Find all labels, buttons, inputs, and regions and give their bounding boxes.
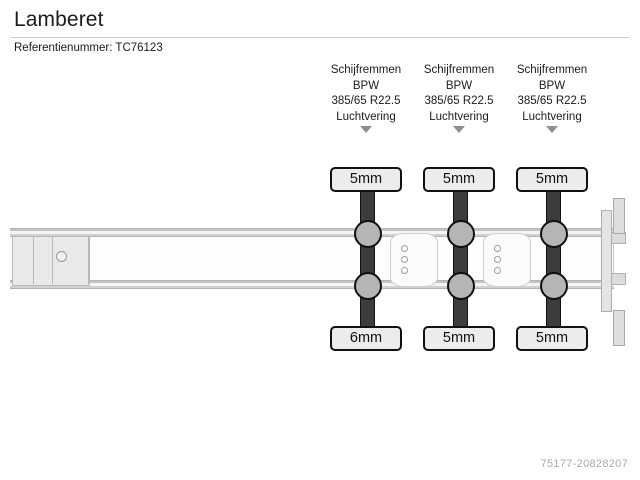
axle-1-spec: Schijfremmen BPW 385/65 R22.5 Luchtverin… bbox=[318, 63, 414, 133]
suspension-bracket-2-plate bbox=[483, 233, 531, 287]
suspension-bracket-1-hole-3 bbox=[401, 267, 408, 274]
chassis-rail-right bbox=[10, 280, 614, 289]
axle-2-brake-type: Schijfremmen bbox=[423, 64, 495, 76]
kingpin-circle-icon bbox=[56, 251, 67, 262]
axle-3-brand: BPW bbox=[538, 79, 566, 92]
axle-3-left-hub bbox=[540, 220, 568, 248]
axle-3-tyre-size: 385/65 R22.5 bbox=[517, 95, 587, 107]
axle-3-right-hub bbox=[540, 272, 568, 300]
axle-1-left-tread-depth: 5mm bbox=[330, 167, 402, 192]
axle-2-spec: Schijfremmen BPW 385/65 R22.5 Luchtverin… bbox=[411, 63, 507, 133]
suspension-bracket-1-hole-2 bbox=[401, 256, 408, 263]
axle-3-left-tread-depth: 5mm bbox=[516, 167, 588, 192]
axle-1-brand: BPW bbox=[352, 79, 380, 92]
axle-3-brake-type: Schijfremmen bbox=[516, 64, 588, 76]
axle-1-beam bbox=[360, 190, 375, 330]
axle-2-pointer-arrow-icon bbox=[453, 126, 465, 133]
axle-1-right-tread-depth: 6mm bbox=[330, 326, 402, 351]
axle-2-beam bbox=[453, 190, 468, 330]
rear-frame-post bbox=[601, 210, 612, 312]
chassis-rail-left bbox=[10, 228, 614, 237]
axle-2-tyre-size: 385/65 R22.5 bbox=[424, 95, 494, 107]
reference-number: Referentienummer: TC76123 bbox=[14, 42, 163, 54]
image-watermark: 75177-20828207 bbox=[540, 458, 628, 470]
axle-2-right-tread-depth: 5mm bbox=[423, 326, 495, 351]
rear-bumper-tab-lower bbox=[613, 310, 625, 346]
axle-3-beam bbox=[546, 190, 561, 330]
suspension-bracket-2 bbox=[483, 233, 531, 287]
kingpin-plate-divider-2 bbox=[52, 236, 53, 284]
axle-2-left-tread-depth: 5mm bbox=[423, 167, 495, 192]
axle-1-tyre-size: 385/65 R22.5 bbox=[331, 95, 401, 107]
axle-3-spec: Schijfremmen BPW 385/65 R22.5 Luchtverin… bbox=[504, 63, 600, 133]
axle-1-right-hub bbox=[354, 272, 382, 300]
axle-1-suspension: Luchtvering bbox=[336, 110, 396, 123]
suspension-bracket-1 bbox=[390, 233, 438, 287]
suspension-bracket-1-plate bbox=[390, 233, 438, 287]
axle-2-brand: BPW bbox=[445, 79, 473, 92]
header-divider bbox=[11, 37, 629, 38]
axle-3-pointer-arrow-icon bbox=[546, 126, 558, 133]
suspension-bracket-2-hole-3 bbox=[494, 267, 501, 274]
axle-3-right-tread-depth: 5mm bbox=[516, 326, 588, 351]
kingpin-plate bbox=[12, 236, 90, 286]
axle-1-left-hub bbox=[354, 220, 382, 248]
axle-2-left-hub bbox=[447, 220, 475, 248]
page-title: Lamberet bbox=[14, 8, 104, 31]
kingpin-plate-divider-3 bbox=[88, 236, 89, 284]
axle-3-suspension: Luchtvering bbox=[522, 110, 582, 123]
suspension-bracket-2-hole-2 bbox=[494, 256, 501, 263]
rear-bumper-tab-upper bbox=[613, 198, 625, 234]
kingpin-plate-divider-1 bbox=[33, 236, 34, 284]
axle-1-pointer-arrow-icon bbox=[360, 126, 372, 133]
axle-2-suspension: Luchtvering bbox=[429, 110, 489, 123]
suspension-bracket-1-hole-1 bbox=[401, 245, 408, 252]
suspension-bracket-2-hole-1 bbox=[494, 245, 501, 252]
axle-1-brake-type: Schijfremmen bbox=[330, 64, 402, 76]
axle-2-right-hub bbox=[447, 272, 475, 300]
